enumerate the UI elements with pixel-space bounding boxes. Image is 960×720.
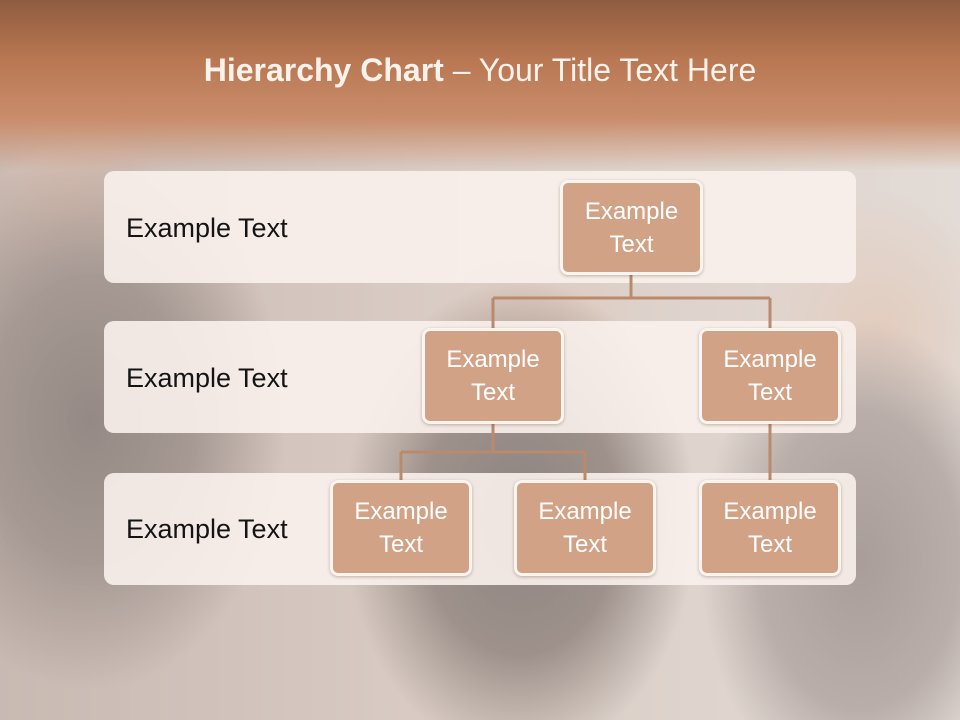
node-leaf-2-line2: Text (562, 531, 607, 558)
node-leaf-2[interactable]: Example Text (514, 480, 656, 576)
node-leaf-3[interactable]: Example Text (699, 480, 841, 576)
level-label-1[interactable]: Example Text (126, 213, 288, 243)
node-leaf-3-line2: Text (747, 531, 792, 558)
title-bold: Hierarchy Chart (203, 52, 444, 88)
node-leaf-2-line1: Example (538, 498, 632, 525)
level-band-1 (104, 171, 856, 283)
node-root[interactable]: Example Text (560, 180, 703, 275)
node-mid-left-line1: Example (446, 346, 540, 373)
node-mid-left[interactable]: Example Text (422, 328, 564, 424)
node-leaf-3-line1: Example (723, 498, 817, 525)
node-root-line2: Text (609, 230, 654, 258)
title-band (0, 0, 960, 170)
connector-mid-left (399, 424, 587, 482)
connector-root (491, 275, 772, 330)
node-mid-left-line2: Text (470, 379, 515, 406)
node-leaf-1[interactable]: Example Text (330, 480, 472, 576)
slide-title[interactable]: Hierarchy Chart – Your Title Text Here (0, 52, 960, 89)
level-label-2[interactable]: Example Text (126, 363, 288, 393)
title-rest: – Your Title Text Here (443, 52, 757, 88)
node-root-line1: Example (584, 197, 679, 225)
node-mid-right[interactable]: Example Text (699, 328, 841, 424)
node-leaf-1-line1: Example (354, 498, 448, 525)
node-mid-right-line1: Example (723, 346, 817, 373)
level-label-3[interactable]: Example Text (126, 514, 288, 544)
node-leaf-1-line2: Text (378, 531, 423, 558)
node-mid-right-line2: Text (747, 379, 792, 406)
